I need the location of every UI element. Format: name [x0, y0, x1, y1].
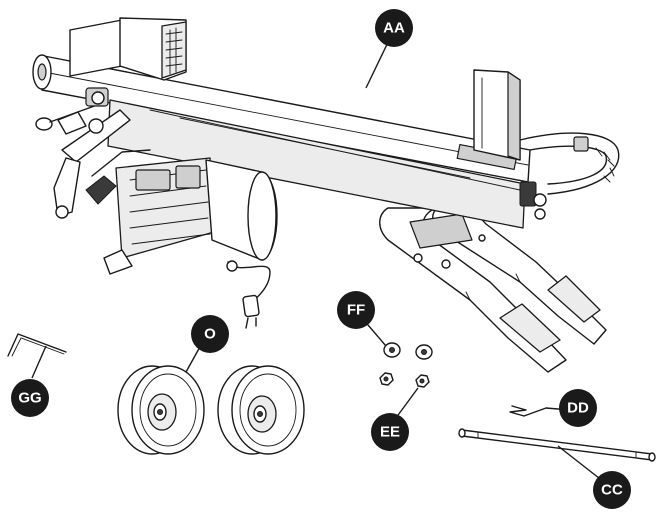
callout-ee: EE: [371, 413, 409, 451]
nuts: [379, 372, 430, 388]
callout-cc-text: CC: [601, 482, 623, 499]
callout-ff-text: FF: [347, 302, 365, 319]
callout-o-text: O: [204, 326, 216, 343]
callout-aa-text: AA: [383, 20, 405, 37]
log-splitter-assembly: [32, 17, 620, 373]
callout-dd-text: DD: [567, 400, 589, 417]
callout-gg-text: GG: [18, 390, 41, 407]
power-cord: [226, 260, 271, 329]
leg-stand: [379, 203, 607, 373]
callout-gg: GG: [11, 379, 49, 417]
push-plate: [69, 17, 187, 81]
clip-pin: [509, 405, 547, 417]
callout-cc: CC: [593, 471, 631, 509]
callout-ff: FF: [337, 291, 375, 329]
wheel-left: [117, 365, 205, 455]
washers: [383, 342, 433, 360]
electric-motor: [85, 149, 278, 275]
callout-aa: AA: [375, 9, 413, 47]
beam-bolts: [413, 234, 486, 269]
callout-o: O: [191, 315, 229, 353]
callout-ee-text: EE: [380, 424, 400, 441]
push-plate-grid: [165, 27, 183, 75]
wheel-axle: [458, 428, 656, 462]
hex-key: [7, 333, 67, 357]
main-beam: [32, 54, 547, 229]
hydraulic-hose: [519, 132, 620, 195]
wheel-right: [217, 365, 305, 455]
splitting-wedge: [473, 69, 521, 161]
control-lever: [35, 87, 131, 219]
callout-dd: DD: [559, 389, 597, 427]
